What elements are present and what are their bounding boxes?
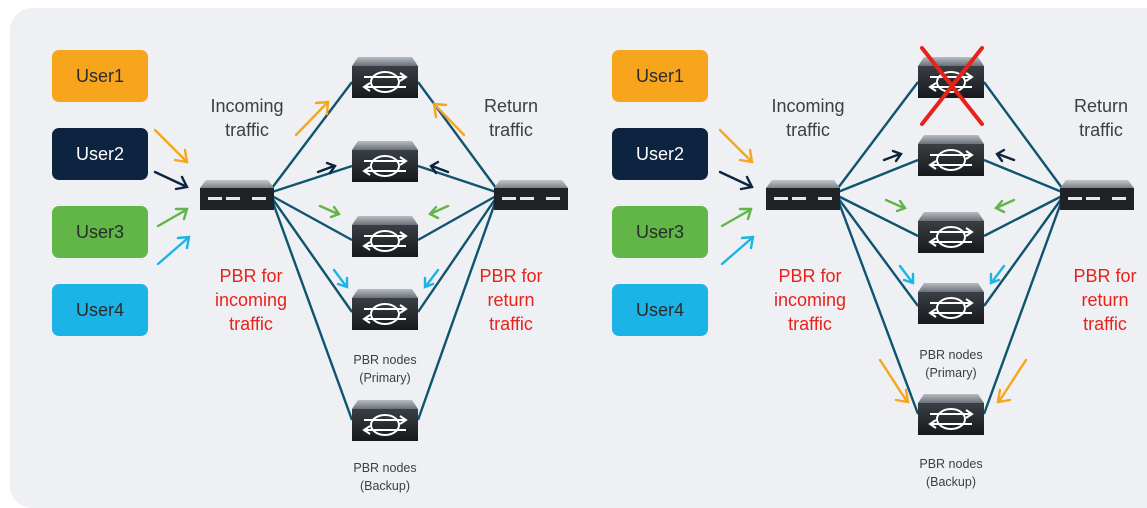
primary-caption-line2: (Primary) — [925, 366, 976, 380]
user4-box — [612, 284, 708, 336]
return-label-line1: Return — [1074, 96, 1128, 116]
user2-arrow — [153, 170, 189, 191]
pbr-diagram: User1 User2 User3 User4 — [52, 46, 1137, 493]
pbr-node-icon — [918, 212, 984, 253]
primary-caption-line1: PBR nodes — [919, 348, 982, 362]
return-label-line2: traffic — [489, 120, 533, 140]
pbr-incoming-line2: incoming — [774, 290, 846, 310]
user3-label: User3 — [76, 222, 124, 242]
user4-box — [52, 284, 148, 336]
pbr-incoming-line2: incoming — [215, 290, 287, 310]
user3-label: User3 — [636, 222, 684, 242]
user-arrows — [718, 128, 755, 266]
primary-caption-line1: PBR nodes — [353, 353, 416, 367]
user2-box — [612, 128, 708, 180]
flow-arrows-right — [878, 148, 1028, 404]
user2-label: User2 — [636, 144, 684, 164]
return-arrow — [432, 102, 466, 137]
return-label-line1: Return — [484, 96, 538, 116]
user-arrows — [153, 128, 191, 266]
pbr-return-line3: traffic — [489, 314, 533, 334]
right-links — [836, 81, 1064, 415]
pbr-return-line3: traffic — [1083, 314, 1127, 334]
incoming-label-line2: traffic — [786, 120, 830, 140]
user2-label: User2 — [76, 144, 124, 164]
incoming-arrow — [294, 100, 330, 137]
user1-label: User1 — [76, 66, 124, 86]
pbr-backup-node-icon — [352, 400, 418, 441]
failed-pbr-node-icon — [918, 57, 984, 98]
pbr-node-icon — [352, 216, 418, 257]
left-panel: User1 User2 User3 User4 — [52, 50, 568, 493]
user2-box — [52, 128, 148, 180]
right-switch-icon — [494, 180, 568, 210]
left-links — [270, 81, 498, 421]
incoming-label-line1: Incoming — [771, 96, 844, 116]
pbr-node-icon — [352, 57, 418, 98]
pbr-incoming-line1: PBR for — [219, 266, 282, 286]
pbr-node-icon — [352, 141, 418, 182]
user3-arrow — [156, 207, 189, 228]
red-x-icon — [920, 46, 984, 126]
pbr-incoming-line3: traffic — [229, 314, 273, 334]
user4-arrow — [156, 235, 191, 266]
incoming-label-line1: Incoming — [210, 96, 283, 116]
pbr-backup-node-icon — [918, 394, 984, 435]
backup-caption-line1: PBR nodes — [353, 461, 416, 475]
user3-box — [52, 206, 148, 258]
return-label-line2: traffic — [1079, 120, 1123, 140]
user1-box — [612, 50, 708, 102]
user1-box — [52, 50, 148, 102]
pbr-incoming-line1: PBR for — [778, 266, 841, 286]
failover-arrow-left — [878, 358, 910, 404]
pbr-return-line1: PBR for — [1073, 266, 1136, 286]
pbr-node-icon — [918, 283, 984, 324]
user4-label: User4 — [636, 300, 684, 320]
right-panel: User1 User2 User3 User4 — [612, 46, 1137, 489]
user1-arrow — [153, 128, 189, 164]
right-switch-icon — [1060, 180, 1134, 210]
pbr-return-line2: return — [1081, 290, 1128, 310]
flow-arrows-left — [316, 160, 450, 289]
backup-caption-line1: PBR nodes — [919, 457, 982, 471]
user1-label: User1 — [636, 66, 684, 86]
left-switch-icon — [766, 180, 840, 210]
backup-caption-line2: (Backup) — [926, 475, 976, 489]
pbr-incoming-line3: traffic — [788, 314, 832, 334]
failover-arrow-right — [996, 358, 1028, 404]
left-switch-icon — [200, 180, 274, 210]
user4-label: User4 — [76, 300, 124, 320]
pbr-return-line1: PBR for — [479, 266, 542, 286]
user3-box — [612, 206, 708, 258]
backup-caption-line2: (Backup) — [360, 479, 410, 493]
primary-caption-line2: (Primary) — [359, 371, 410, 385]
pbr-node-icon — [918, 135, 984, 176]
pbr-node-icon — [352, 289, 418, 330]
incoming-label-line2: traffic — [225, 120, 269, 140]
pbr-return-line2: return — [487, 290, 534, 310]
